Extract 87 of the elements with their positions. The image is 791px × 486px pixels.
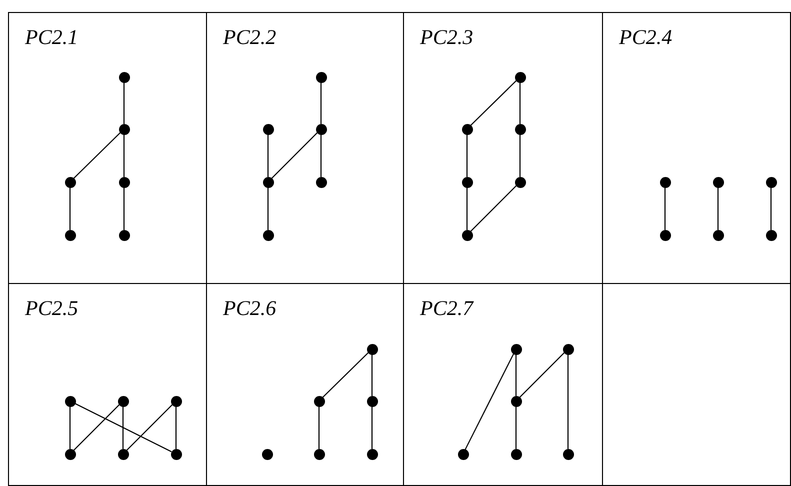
table-cell — [8, 12, 207, 284]
vertex-dot — [510, 396, 522, 406]
vertex-dot — [64, 448, 76, 460]
cell-heading: PC2.4 — [619, 27, 672, 48]
connector-line — [770, 187, 772, 230]
connector-line — [515, 354, 517, 396]
cell-heading: PC2.5 — [25, 298, 78, 319]
connector-line — [320, 82, 322, 124]
connector-line — [69, 406, 71, 449]
connector-line — [515, 406, 517, 449]
vertex-dot — [118, 396, 128, 406]
vertex-dot — [118, 72, 130, 82]
connector-line — [175, 406, 177, 449]
connector-line — [464, 353, 514, 450]
connector-line — [122, 406, 124, 449]
vertex-dot — [660, 230, 670, 240]
connector-line — [519, 82, 521, 124]
vertex-dot — [766, 230, 776, 240]
vertex-dot — [64, 396, 76, 406]
vertex-dot — [314, 448, 324, 460]
vertex-dot — [262, 448, 272, 460]
connector-line — [123, 134, 125, 177]
cell-heading: PC2.6 — [223, 298, 276, 319]
vertex-dot — [462, 124, 472, 134]
vertex-dot — [712, 230, 724, 240]
vertex-dot — [170, 396, 182, 406]
table-cell — [602, 12, 791, 284]
connector-line — [470, 185, 517, 232]
vertex-dot — [514, 176, 526, 188]
connector-line — [318, 406, 320, 449]
vertex-dot — [262, 230, 274, 240]
vertex-dot — [514, 72, 526, 82]
vertex-dot — [316, 72, 326, 82]
vertex-dot — [562, 448, 574, 460]
connector-line — [466, 134, 468, 177]
connector-line — [371, 354, 373, 396]
vertex-dot — [462, 230, 472, 240]
vertex-dot — [766, 176, 776, 188]
connector-line — [267, 134, 269, 177]
vertex-dot — [314, 396, 324, 406]
connector-line — [519, 352, 565, 398]
vertex-dot — [316, 124, 326, 134]
connector-line — [123, 187, 125, 230]
connector-line — [74, 402, 172, 452]
connector-line — [320, 134, 322, 177]
connector-line — [717, 187, 719, 230]
connector-line — [73, 132, 121, 179]
cell-heading: PC2.3 — [420, 27, 474, 48]
cell-heading: PC2.1 — [25, 27, 78, 48]
table-cell — [602, 283, 791, 486]
table-cell — [8, 283, 207, 486]
cell-heading: PC2.7 — [420, 298, 474, 319]
connector-line — [470, 80, 517, 126]
vertex-dot — [64, 176, 76, 188]
vertex-dot — [118, 448, 128, 460]
vertex-dot — [458, 448, 468, 460]
vertex-dot — [170, 448, 182, 460]
connector-line — [69, 187, 71, 230]
connector-line — [267, 187, 269, 230]
vertex-dot — [660, 176, 670, 188]
vertex-dot — [366, 396, 378, 406]
vertex-dot — [366, 344, 378, 354]
vertex-dot — [316, 176, 326, 188]
connector-line — [466, 187, 468, 230]
connector-line — [126, 404, 173, 451]
connector-line — [371, 406, 373, 449]
vertex-dot — [366, 448, 378, 460]
connector-line — [73, 404, 120, 451]
connector-line — [123, 82, 125, 124]
connector-line — [664, 187, 666, 230]
vertex-dot — [118, 176, 130, 188]
connector-line — [567, 354, 569, 449]
vertex-dot — [462, 176, 472, 188]
vertex-dot — [510, 448, 522, 460]
connector-line — [322, 352, 369, 398]
vertex-dot — [118, 124, 130, 134]
vertex-dot — [514, 124, 526, 134]
vertex-dot — [262, 124, 274, 134]
vertex-dot — [712, 176, 724, 188]
vertex-dot — [262, 176, 274, 188]
vertex-dot — [64, 230, 76, 240]
cell-heading: PC2.2 — [223, 27, 276, 48]
vertex-dot — [562, 344, 574, 354]
vertex-dot — [510, 344, 522, 354]
connector-line — [271, 132, 318, 179]
vertex-dot — [118, 230, 130, 240]
connector-line — [519, 134, 521, 177]
